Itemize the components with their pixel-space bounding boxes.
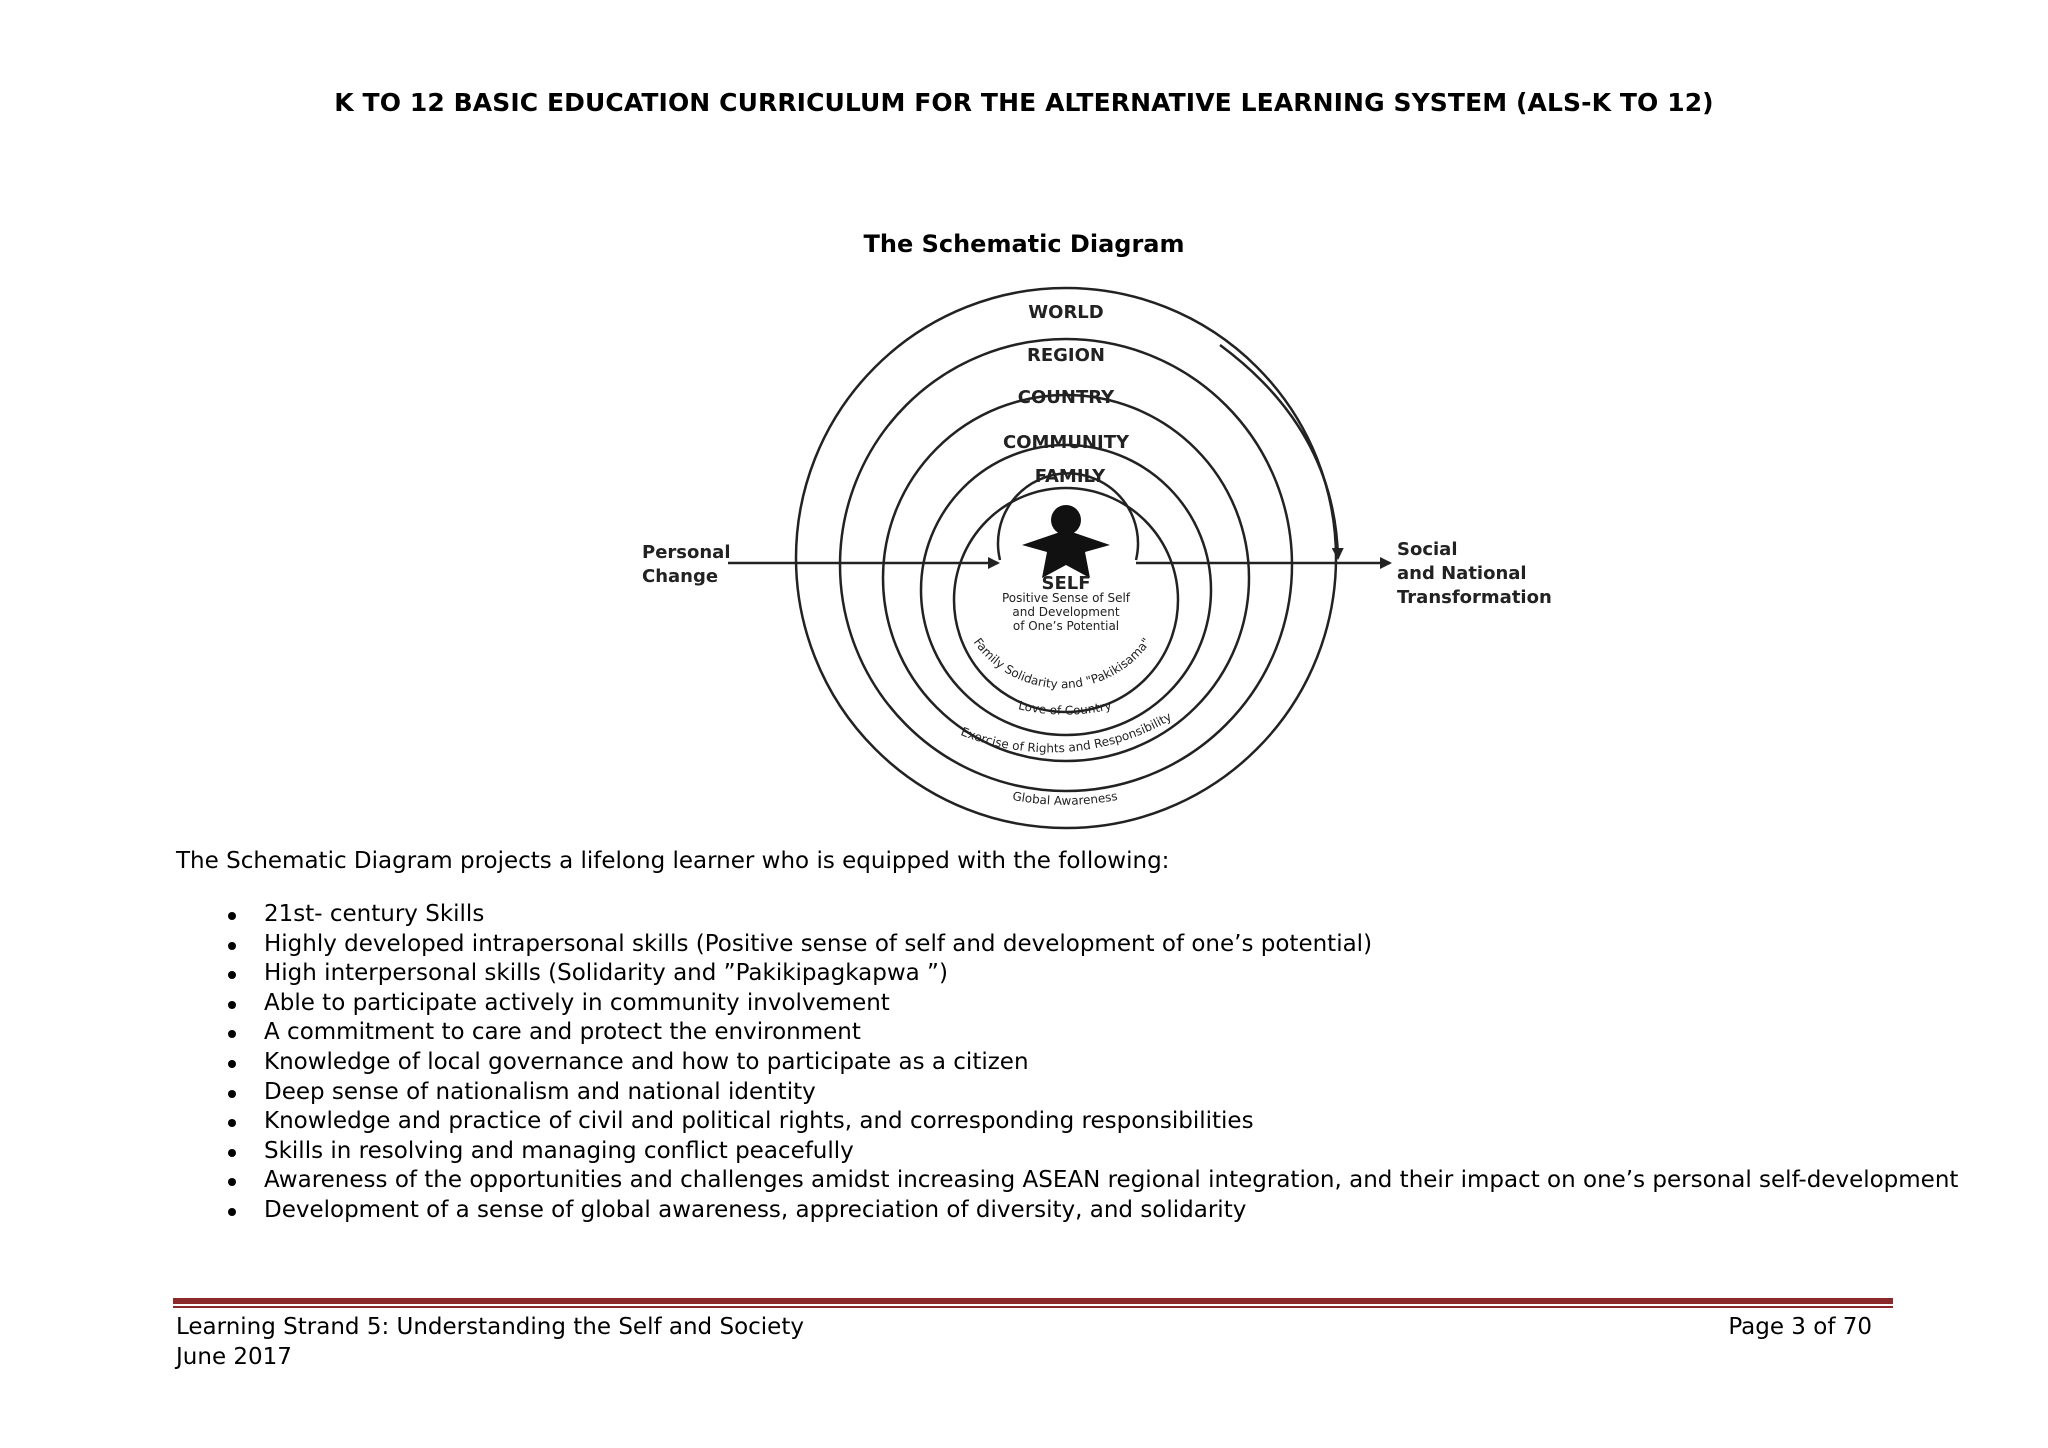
- diagram-title: The Schematic Diagram: [863, 230, 1185, 258]
- arc-label-family: Family Solidarity and "Pakikisama": [971, 635, 1153, 691]
- ring-label-world: WORLD: [1028, 302, 1103, 323]
- list-item: Skills in resolving and managing conflic…: [176, 1137, 1958, 1167]
- competency-list: 21st- century Skills Highly developed in…: [176, 900, 1958, 1226]
- ring-label-family: FAMILY: [1035, 466, 1106, 487]
- document-header-title: K TO 12 BASIC EDUCATION CURRICULUM FOR T…: [334, 88, 1714, 117]
- list-item: Able to participate actively in communit…: [176, 989, 1958, 1019]
- ring-self: [996, 472, 1140, 561]
- list-item: Awareness of the opportunities and chall…: [176, 1166, 1958, 1196]
- ring-region: [838, 337, 1294, 793]
- footer-left: Learning Strand 5: Understanding the Sel…: [176, 1312, 804, 1372]
- ring-country: [881, 393, 1251, 763]
- self-caption-line-1: Positive Sense of Self: [1002, 591, 1131, 605]
- ring-community: [919, 443, 1213, 737]
- ring-label-community: COMMUNITY: [1003, 432, 1130, 453]
- personal-change-label-2: Change: [642, 566, 718, 587]
- personal-change-label-1: Personal: [642, 542, 731, 563]
- transformation-label-3: Transformation: [1397, 587, 1552, 608]
- list-item: A commitment to care and protect the env…: [176, 1018, 1958, 1048]
- footer-strand: Learning Strand 5: Understanding the Sel…: [176, 1314, 804, 1340]
- ring-label-region: REGION: [1027, 345, 1105, 366]
- transformation-label-1: Social: [1397, 539, 1458, 560]
- list-item: Knowledge of local governance and how to…: [176, 1048, 1958, 1078]
- list-item: High interpersonal skills (Solidarity an…: [176, 959, 1958, 989]
- list-item: Development of a sense of global awarene…: [176, 1196, 1958, 1226]
- list-item: Deep sense of nationalism and national i…: [176, 1078, 1958, 1108]
- page-number: Page 3 of 70: [1728, 1314, 1872, 1340]
- transformation-label-2: and National: [1397, 563, 1527, 584]
- footer-divider: [173, 1298, 1893, 1304]
- list-item: Knowledge and practice of civil and poli…: [176, 1107, 1958, 1137]
- arc-label-global: Global Awareness: [1011, 789, 1118, 808]
- schematic-diagram: WORLD REGION COUNTRY COMMUNITY FAMILY SE…: [642, 286, 1552, 830]
- list-item: Highly developed intrapersonal skills (P…: [176, 930, 1958, 960]
- self-label: SELF: [1041, 573, 1090, 594]
- self-figure-icon: [1022, 505, 1110, 578]
- self-caption-line-2: and Development: [1012, 605, 1119, 619]
- arc-label-love: Love of Country: [1017, 698, 1113, 717]
- list-item: 21st- century Skills: [176, 900, 1958, 930]
- self-caption-line-3: of One’s Potential: [1013, 619, 1119, 633]
- footer-divider-thin: [173, 1306, 1893, 1308]
- ring-label-country: COUNTRY: [1018, 387, 1115, 408]
- world-curve-arrow: [1219, 343, 1344, 560]
- ring-family: [952, 486, 1180, 714]
- intro-paragraph: The Schematic Diagram projects a lifelon…: [176, 848, 1170, 874]
- footer-date: June 2017: [176, 1344, 292, 1370]
